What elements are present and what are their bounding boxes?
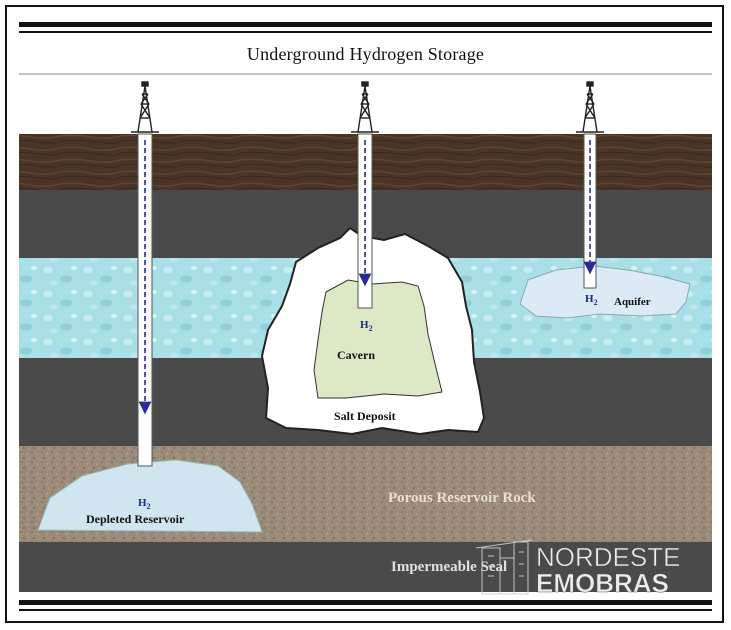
- derrick-icon: [576, 81, 604, 133]
- well-depleted-reservoir: [137, 133, 153, 467]
- cavern: [313, 279, 443, 399]
- derrick-icon: [351, 81, 379, 133]
- bottom-border-line: [19, 609, 712, 611]
- derrick-icon: [131, 81, 159, 133]
- top-border-line: [19, 31, 712, 33]
- porous-reservoir-rock-label: Porous Reservoir Rock: [388, 490, 536, 506]
- aquifer-label: Aquifer: [614, 296, 651, 308]
- well-aquifer: [583, 133, 597, 289]
- impermeable-seal-label: Impermeable Seal: [391, 559, 507, 575]
- cavern-label: Cavern: [337, 348, 375, 362]
- watermark-logo: NORDESTE EMOBRAS: [475, 539, 681, 598]
- bottom-border-bar: [19, 600, 712, 605]
- watermark-line1: NORDESTE: [536, 542, 680, 572]
- h2-label-cavern: H2: [360, 319, 373, 333]
- h2-label-aquifer: H2: [585, 293, 598, 307]
- diagram-frame: [5, 5, 724, 623]
- depleted-reservoir: [37, 459, 263, 533]
- h2-label-depleted-reservoir: H2: [138, 497, 151, 511]
- salt-deposit-label: Salt Deposit: [334, 409, 396, 423]
- impermeable-seal-layer: [19, 542, 712, 592]
- well-cavern: [357, 133, 373, 309]
- top-border-bar: [19, 22, 712, 27]
- watermark-line2: EMOBRAS: [536, 568, 669, 598]
- depleted-reservoir-label: Depleted Reservoir: [86, 512, 185, 526]
- aquifer: [519, 265, 691, 319]
- diagram-title: Underground Hydrogen Storage: [246, 44, 485, 64]
